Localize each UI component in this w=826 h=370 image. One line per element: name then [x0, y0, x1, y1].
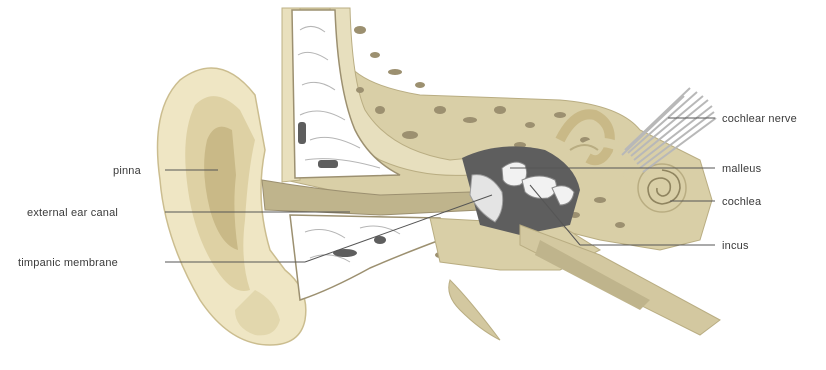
label-malleus: malleus — [722, 163, 762, 175]
label-tympanic-membrane: timpanic membrane — [18, 257, 118, 269]
label-cochlea: cochlea — [722, 196, 762, 208]
label-cochlear-nerve: cochlear nerve — [722, 113, 797, 125]
label-external-ear-canal: external ear canal — [27, 207, 118, 219]
styloid-process — [449, 280, 500, 340]
label-pinna: pinna — [113, 165, 142, 177]
lower-cartilage — [290, 215, 440, 300]
label-incus: incus — [722, 240, 749, 252]
